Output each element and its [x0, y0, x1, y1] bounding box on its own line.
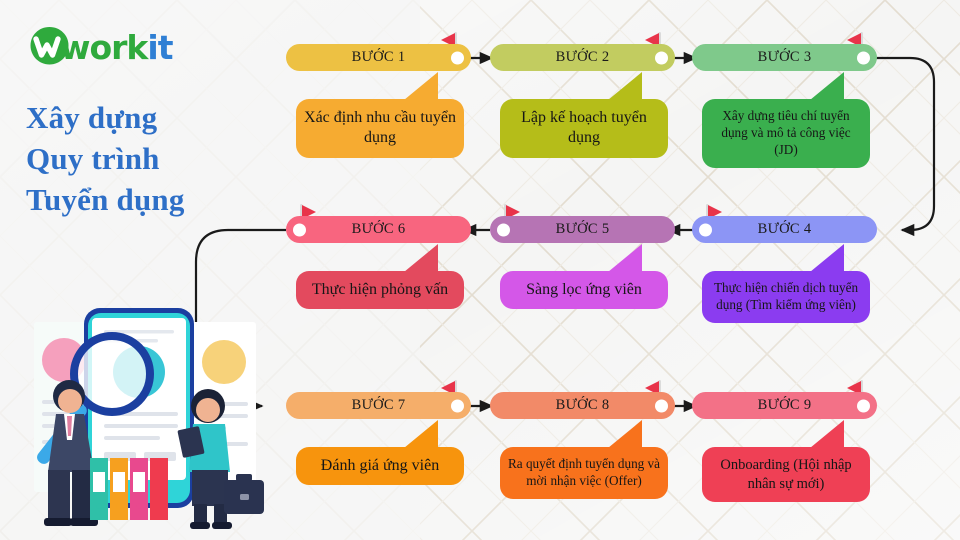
- step-2-bubble-tail: [608, 72, 642, 100]
- step-5-pin-dot: [497, 223, 510, 236]
- step-8-label: BƯỚC 8: [555, 397, 610, 413]
- brand-block: workit Xây dựng Quy trình Tuyển dụng: [26, 24, 185, 221]
- logo-text-work: work: [60, 27, 148, 67]
- step-4-text: Thực hiện chiến dịch tuyển dụng (Tìm kiế…: [713, 280, 859, 312]
- step-4-bar[interactable]: BƯỚC 4: [692, 216, 877, 243]
- step-5-bubble[interactable]: Sàng lọc ứng viên: [500, 244, 668, 310]
- step-2-pin-dot: [655, 51, 668, 64]
- step-2[interactable]: BƯỚC 2 Lập kế hoạch tuyển dụng: [490, 32, 675, 158]
- step-8[interactable]: BƯỚC 8 Ra quyết định tuyển dụng và mời n…: [490, 380, 675, 499]
- step-9[interactable]: BƯỚC 9 Onboarding (Hội nhập nhân sự mới): [692, 380, 877, 503]
- step-3-bubble-tail: [810, 72, 844, 100]
- step-1-bubble[interactable]: Xác định nhu cầu tuyển dụng: [296, 72, 464, 158]
- step-4-bubble[interactable]: Thực hiện chiến dịch tuyển dụng (Tìm kiế…: [702, 244, 870, 323]
- step-2-text: Lập kế hoạch tuyển dụng: [521, 109, 647, 147]
- step-8-bubble-tail: [608, 420, 642, 448]
- step-6-bubble[interactable]: Thực hiện phỏng vấn: [296, 244, 464, 310]
- step-1-bar[interactable]: BƯỚC 1: [286, 44, 471, 71]
- step-9-pin-dot: [857, 399, 870, 412]
- step-7-bar[interactable]: BƯỚC 7: [286, 392, 471, 419]
- step-7-text: Đánh giá ứng viên: [320, 457, 440, 474]
- step-1-label: BƯỚC 1: [351, 49, 406, 65]
- title-line-1: Xây dựng: [26, 100, 158, 135]
- step-6-bar[interactable]: BƯỚC 6: [286, 216, 471, 243]
- workit-w-mark-icon: [30, 27, 69, 65]
- step-7-pin-dot: [451, 399, 464, 412]
- step-2-bubble[interactable]: Lập kế hoạch tuyển dụng: [500, 72, 668, 158]
- step-3-text: Xây dựng tiêu chí tuyển dụng và mô tả cô…: [721, 108, 851, 157]
- step-6-text: Thực hiện phỏng vấn: [311, 281, 449, 298]
- step-6-label: BƯỚC 6: [351, 221, 406, 237]
- step-2-bar[interactable]: BƯỚC 2: [490, 44, 675, 71]
- step-9-bubble-tail: [810, 420, 844, 448]
- page-title: Xây dựng Quy trình Tuyển dụng: [26, 98, 185, 221]
- title-line-3: Tuyển dụng: [26, 181, 185, 217]
- step-5-text: Sàng lọc ứng viên: [526, 281, 642, 298]
- step-3-bar[interactable]: BƯỚC 3: [692, 44, 877, 71]
- recruitment-illustration: [34, 308, 264, 529]
- step-9-text: Onboarding (Hội nhập nhân sự mới): [720, 457, 852, 492]
- step-5[interactable]: BƯỚC 5 Sàng lọc ứng viên: [490, 204, 675, 310]
- step-5-label: BƯỚC 5: [555, 221, 610, 237]
- step-6[interactable]: BƯỚC 6 Thực hiện phỏng vấn: [286, 204, 471, 310]
- step-3-bubble[interactable]: Xây dựng tiêu chí tuyển dụng và mô tả cô…: [702, 72, 870, 168]
- step-3-pin-dot: [857, 51, 870, 64]
- step-9-bubble[interactable]: Onboarding (Hội nhập nhân sự mới): [702, 420, 870, 503]
- step-7-label: BƯỚC 7: [351, 397, 406, 413]
- title-line-2: Quy trình: [26, 140, 160, 176]
- step-8-pin-dot: [655, 399, 668, 412]
- step-4-pin-dot: [699, 223, 712, 236]
- step-2-label: BƯỚC 2: [555, 49, 610, 65]
- step-5-bar[interactable]: BƯỚC 5: [490, 216, 675, 243]
- step-4-bubble-tail: [810, 244, 844, 272]
- step-7-bubble-tail: [404, 420, 438, 448]
- step-3-label: BƯỚC 3: [757, 49, 812, 65]
- step-9-label: BƯỚC 9: [757, 397, 812, 413]
- step-1[interactable]: BƯỚC 1 Xác định nhu cầu tuyển dụng: [286, 32, 471, 158]
- step-6-pin-dot: [293, 223, 306, 236]
- logo: workit: [26, 24, 185, 70]
- logo-text-it: it: [147, 27, 173, 67]
- step-4[interactable]: BƯỚC 4 Thực hiện chiến dịch tuyển dụng (…: [692, 204, 877, 323]
- step-4-label: BƯỚC 4: [757, 221, 812, 237]
- step-9-bar[interactable]: BƯỚC 9: [692, 392, 877, 419]
- step-7-bubble[interactable]: Đánh giá ứng viên: [296, 420, 464, 486]
- step-5-bubble-tail: [608, 244, 642, 272]
- step-7[interactable]: BƯỚC 7 Đánh giá ứng viên: [286, 380, 471, 486]
- step-6-bubble-tail: [404, 244, 438, 272]
- step-8-bar[interactable]: BƯỚC 8: [490, 392, 675, 419]
- step-1-bubble-tail: [404, 72, 438, 100]
- step-3[interactable]: BƯỚC 3 Xây dựng tiêu chí tuyển dụng và m…: [692, 32, 877, 168]
- step-1-pin-dot: [451, 51, 464, 64]
- step-8-text: Ra quyết định tuyển dụng và mời nhận việ…: [508, 456, 660, 488]
- step-1-text: Xác định nhu cầu tuyển dụng: [304, 109, 456, 147]
- step-8-bubble[interactable]: Ra quyết định tuyển dụng và mời nhận việ…: [500, 420, 668, 499]
